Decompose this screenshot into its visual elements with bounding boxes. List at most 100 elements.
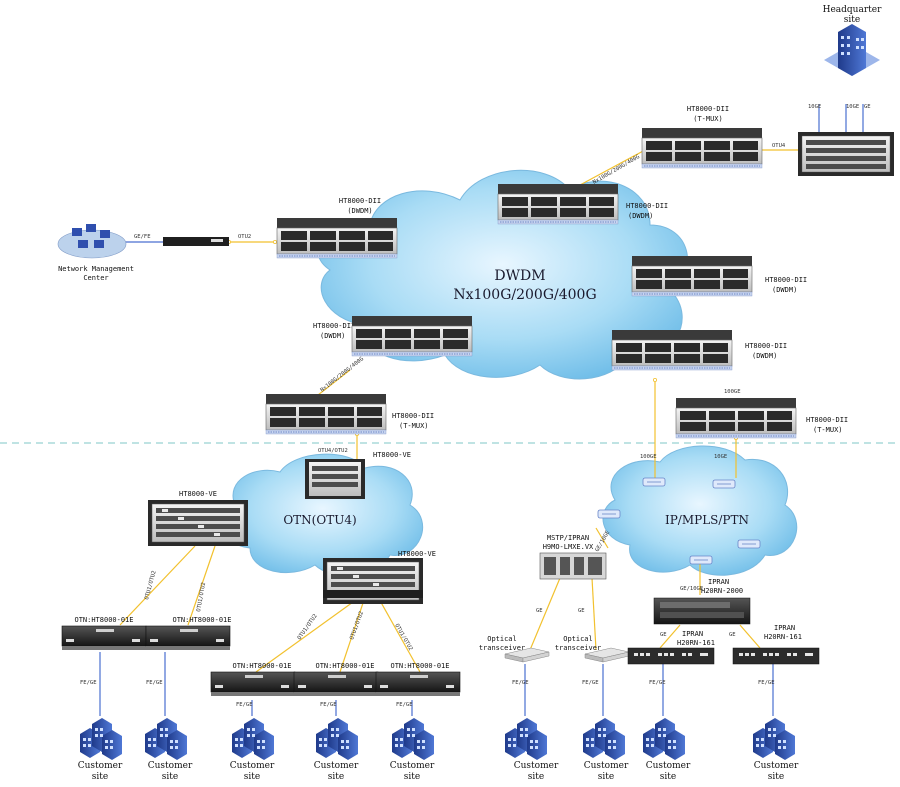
otn-cloud-label: OTN(OTU4) (283, 513, 356, 527)
svg-text:FE/GE: FE/GE (236, 702, 253, 708)
fiber-links (119, 149, 800, 673)
svg-text:site: site (244, 772, 260, 782)
headquarter-label-line2: site (844, 15, 860, 25)
customer-site-2: Customer site (145, 718, 193, 782)
headquarter-label-line1: Headquarter (823, 5, 882, 15)
svg-text:H20RN-2000: H20RN-2000 (701, 587, 743, 595)
svg-text:transceiver: transceiver (555, 644, 601, 652)
svg-text:FE/GE: FE/GE (320, 702, 337, 708)
svg-text:HT8000-VE: HT8000-VE (179, 490, 217, 498)
svg-text:HT8000-DII: HT8000-DII (313, 322, 355, 330)
network-management-center: Network Management Center GE/FE OTU2 (57, 224, 251, 282)
access-links (99, 104, 864, 716)
svg-text:GE: GE (578, 608, 585, 614)
svg-text:MSTP/IPRAN: MSTP/IPRAN (547, 534, 589, 542)
svg-text:FE/GE: FE/GE (80, 680, 97, 686)
nms-switch (163, 237, 229, 246)
svg-text:FE/GE: FE/GE (649, 680, 666, 686)
svg-text:100GE: 100GE (724, 389, 741, 395)
svg-text:10GE: 10GE (714, 454, 727, 460)
svg-text:site: site (328, 772, 344, 782)
mstp-ipran-node: MSTP/IPRAN H9MO-LMXE.VX GE/10GE (539, 530, 612, 580)
svg-text:Customer: Customer (78, 761, 123, 771)
svg-text:FE/GE: FE/GE (758, 680, 775, 686)
svg-text:Optical: Optical (563, 635, 593, 643)
svg-text:GE/10GE: GE/10GE (595, 530, 612, 553)
otn-01e-box-4: OTN:HT8000-01E (293, 662, 379, 697)
svg-text:(DWDM): (DWDM) (772, 286, 797, 294)
svg-text:GE: GE (660, 632, 667, 638)
headquarter-site: Headquarter site 10GE 10GE GE (798, 5, 894, 176)
dii-node-tmux-top: HT8000-DII (T-MUX) OTU4 (641, 105, 786, 169)
svg-text:GE: GE (729, 632, 736, 638)
ve-node-top: HT8000-VE (305, 451, 411, 499)
svg-text:(T-MUX): (T-MUX) (399, 422, 429, 430)
svg-text:HT8000-DII: HT8000-DII (765, 276, 807, 284)
svg-text:OTU1/OTU2: OTU1/OTU2 (297, 613, 319, 641)
ve-node-left: HT8000-VE (147, 490, 249, 547)
svg-text:GE/10GE: GE/10GE (680, 586, 703, 592)
svg-text:(DWDM): (DWDM) (752, 352, 777, 360)
nx-link-label-2: Nx100G/200G/400G (320, 356, 365, 393)
customer-site-3: Customer site (230, 718, 275, 782)
svg-text:(DWDM): (DWDM) (347, 207, 372, 215)
svg-text:(T-MUX): (T-MUX) (693, 115, 723, 123)
svg-text:site: site (162, 772, 178, 782)
svg-text:10GE: 10GE (808, 104, 821, 110)
customer-site-8: Customer site (643, 718, 691, 782)
svg-text:FE/GE: FE/GE (582, 680, 599, 686)
ip-cloud-label: IP/MPLS/PTN (665, 513, 749, 527)
fe-ge-labels: FE/GE FE/GE FE/GE FE/GE FE/GE FE/GE FE/G… (80, 680, 775, 708)
svg-text:IPRAN: IPRAN (682, 630, 703, 638)
svg-text:HT8000-DII: HT8000-DII (745, 342, 787, 350)
otn-01e-box-5: OTN:HT8000-01E (375, 662, 461, 697)
svg-text:Center: Center (83, 274, 108, 282)
svg-text:OTU4/OTU2: OTU4/OTU2 (318, 448, 348, 454)
nx-link-label: Nx100G/200G/400G (592, 154, 641, 186)
otn-01e-box-3: OTN:HT8000-01E (210, 662, 296, 697)
ipran-h20rn-161-2: IPRAN H20RN-161 (732, 624, 820, 665)
svg-text:Customer: Customer (754, 761, 799, 771)
optical-transceiver-2: Optical transceiver (555, 635, 630, 663)
svg-text:IPRAN: IPRAN (708, 578, 729, 586)
svg-text:OTU2: OTU2 (238, 234, 251, 240)
computer-icon (72, 224, 110, 248)
svg-text:Customer: Customer (230, 761, 275, 771)
svg-text:OTU1/OTU2: OTU1/OTU2 (393, 623, 413, 652)
customer-site-9: Customer site (753, 718, 799, 782)
svg-text:site: site (404, 772, 420, 782)
customer-site-7: Customer site (583, 718, 629, 782)
svg-text:100GE: 100GE (640, 454, 657, 460)
svg-text:OTN:HT8000-01E: OTN:HT8000-01E (232, 662, 291, 670)
svg-text:Optical: Optical (487, 635, 517, 643)
svg-text:Customer: Customer (646, 761, 691, 771)
dii-node-dwdm-2: HT8000-DII (DWDM) (631, 255, 807, 297)
dwdm-cloud-title: DWDM (494, 268, 545, 284)
svg-text:site: site (92, 772, 108, 782)
headquarter-chassis (798, 132, 894, 176)
dii-node-dwdm-4: HT8000-DII (DWDM) (611, 329, 787, 371)
customer-site-4: Customer site (314, 718, 359, 782)
svg-text:FE/GE: FE/GE (146, 680, 163, 686)
svg-text:IPRAN: IPRAN (774, 624, 795, 632)
headquarter-building-icon (824, 24, 880, 76)
optical-transceiver-1: Optical transceiver (479, 635, 550, 663)
svg-text:Customer: Customer (390, 761, 435, 771)
svg-text:OTN:HT8000-01E: OTN:HT8000-01E (315, 662, 374, 670)
svg-text:HT8000-DII: HT8000-DII (806, 416, 848, 424)
svg-text:HT8000-DII: HT8000-DII (392, 412, 434, 420)
svg-text:OTU1/OTU2: OTU1/OTU2 (196, 582, 207, 612)
svg-text:GE: GE (864, 104, 871, 110)
svg-text:Customer: Customer (584, 761, 629, 771)
svg-text:H20RN-161: H20RN-161 (677, 639, 715, 647)
customer-site-6: Customer site (505, 718, 559, 782)
svg-text:site: site (660, 772, 676, 782)
svg-text:OTU1/OTU2: OTU1/OTU2 (144, 570, 158, 600)
svg-text:HT8000-DII: HT8000-DII (339, 197, 381, 205)
otn-01e-box-1: OTN:HT8000-01E (61, 616, 147, 651)
dii-node-dwdm-3: HT8000-DII (DWDM) (313, 315, 473, 357)
svg-text:site: site (768, 772, 784, 782)
svg-text:GE/FE: GE/FE (134, 234, 151, 240)
svg-text:OTN:HT8000-01E: OTN:HT8000-01E (390, 662, 449, 670)
